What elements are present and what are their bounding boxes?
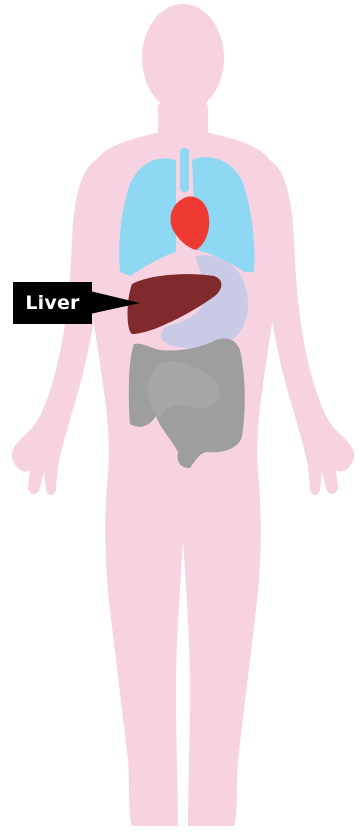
head: [142, 4, 224, 112]
liver-label: Liver: [13, 282, 92, 324]
trachea: [180, 148, 189, 192]
left-arm: [12, 160, 104, 495]
right-arm: [262, 160, 354, 495]
